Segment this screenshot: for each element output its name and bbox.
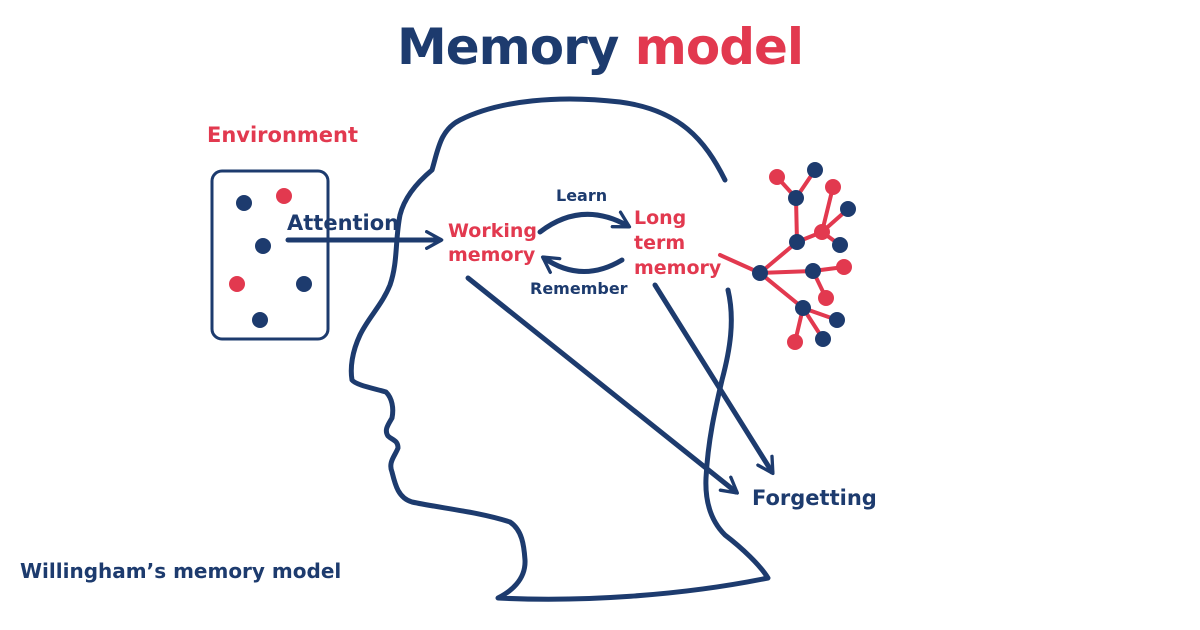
neural-node: [818, 290, 834, 306]
neural-node: [836, 259, 852, 275]
neural-node: [815, 331, 831, 347]
environment-dot: [229, 276, 245, 292]
title-part-memory: Memory: [396, 18, 619, 76]
environment-box: [210, 169, 330, 341]
neural-node: [787, 334, 803, 350]
page-title: Memory model: [0, 22, 1200, 72]
environment-dot: [276, 188, 292, 204]
working-memory-line: memory: [448, 244, 536, 266]
neural-node: [752, 265, 768, 281]
neural-node: [805, 263, 821, 279]
environment-dot: [296, 276, 312, 292]
learn-arrow: [537, 210, 632, 235]
neural-node: [825, 179, 841, 195]
neural-network-links: [718, 168, 850, 344]
neural-node: [795, 300, 811, 316]
environment-dot: [252, 312, 268, 328]
neural-node: [840, 201, 856, 217]
neural-node: [807, 162, 823, 178]
long-term-memory-label: Long term memory: [634, 206, 721, 281]
remember-arrow: [540, 255, 625, 275]
attention-label: Attention: [287, 211, 400, 235]
neural-node: [832, 237, 848, 253]
environment-dot: [255, 238, 271, 254]
neural-node: [814, 224, 830, 240]
working-memory-label: Working memory: [448, 219, 537, 267]
environment-label: Environment: [207, 123, 359, 147]
remember-label: Remember: [530, 279, 628, 298]
head-outline: [348, 96, 771, 602]
environment-dot: [236, 195, 252, 211]
neural-node: [788, 190, 804, 206]
title-part-model: model: [634, 18, 804, 76]
forgetting-arrow-from-working: [465, 275, 739, 495]
long-term-memory-line: memory: [634, 257, 722, 279]
long-term-memory-line: term: [634, 232, 686, 254]
neural-node: [789, 234, 805, 250]
long-term-memory-line: Long: [634, 207, 687, 229]
caption: Willingham’s memory model: [20, 559, 342, 583]
forgetting-arrow-from-long-term: [652, 282, 775, 476]
working-memory-line: Working: [448, 220, 537, 242]
neural-node: [829, 312, 845, 328]
learn-label: Learn: [556, 186, 608, 205]
forgetting-label: Forgetting: [752, 486, 877, 510]
neural-node: [769, 169, 785, 185]
